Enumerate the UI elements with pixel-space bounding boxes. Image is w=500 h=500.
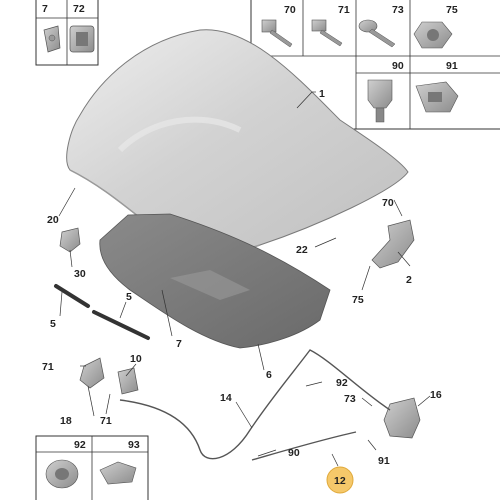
bracket-left	[117, 367, 139, 395]
callout-insulation-clip: 7	[176, 338, 182, 350]
box-label: 73	[392, 4, 404, 16]
insulation-pad	[99, 213, 331, 349]
seal-center	[92, 310, 150, 340]
callout-nut-75: 75	[352, 294, 364, 306]
callout-hood-stop-left: 20	[47, 214, 59, 226]
box-label: 90	[392, 60, 404, 72]
nut-75-icon	[413, 21, 453, 49]
callout-hood: 1	[319, 88, 325, 100]
clip-91-icon	[415, 81, 459, 113]
box-label: 75	[446, 4, 458, 16]
callout-hood-stop-right: 22	[296, 244, 308, 256]
callout-clip-90: 90	[288, 447, 300, 459]
clip-92-icon	[45, 459, 79, 489]
latch-bracket-left	[79, 357, 105, 389]
callout-seal-left: 5	[50, 318, 56, 330]
callout-latch-bracket: 18	[60, 415, 72, 427]
box-label: 7	[42, 3, 48, 15]
box-label: 92	[74, 439, 86, 451]
callout-prop-clip: 30	[74, 268, 86, 280]
box-label: 91	[446, 60, 458, 72]
parts-box-bottom-left: 92 93	[35, 435, 149, 500]
callout-screw-73: 73	[344, 393, 356, 405]
callout-bolt-71b: 71	[100, 415, 112, 427]
hinge-right	[371, 219, 415, 269]
bolt-70-icon	[261, 19, 293, 48]
callout-seal-center: 5	[126, 291, 132, 303]
callout-bracket-left: 10	[130, 353, 142, 365]
box-label: 71	[338, 4, 350, 16]
callout-cable-outer-highlight[interactable]: 12	[326, 466, 354, 494]
latch	[383, 397, 421, 439]
box-label: 93	[128, 439, 140, 451]
callout-latch: 16	[430, 389, 442, 401]
callout-cable-main: 14	[220, 392, 232, 404]
callout-clip-91: 91	[378, 455, 390, 467]
leader-lines	[58, 91, 431, 467]
callout-insulation: 6	[266, 369, 272, 381]
clip-93-icon	[99, 461, 137, 485]
callout-cable-outer: 12	[334, 475, 346, 487]
bolt-71-icon	[311, 19, 343, 47]
release-cable	[119, 349, 391, 461]
callout-bolt-70: 70	[382, 197, 394, 209]
callout-clip-92: 92	[336, 377, 348, 389]
parts-box-top-left: 7 72	[35, 0, 99, 66]
box-label: 72	[73, 3, 85, 15]
callout-bolt-71a: 71	[42, 361, 54, 373]
clip-90-icon	[367, 79, 393, 123]
clip-7-icon	[43, 25, 61, 53]
seal-left	[54, 284, 90, 308]
callout-hinge-right: 2	[406, 274, 412, 286]
prop-clip	[59, 227, 81, 253]
box-label: 70	[284, 4, 296, 16]
screw-73-icon	[358, 19, 396, 48]
clip-72-icon	[69, 25, 95, 53]
